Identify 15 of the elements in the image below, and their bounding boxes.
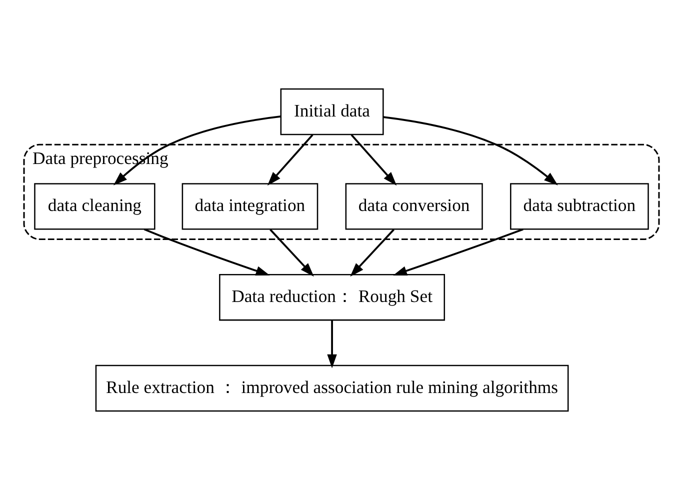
node-box: data cleaning (34, 183, 156, 230)
node-box: data conversion (345, 183, 483, 230)
node-box: Data reduction： Rough Set (219, 274, 445, 321)
arrow (144, 228, 270, 276)
arrow (327, 320, 337, 368)
arrow (392, 228, 524, 276)
arrow (270, 228, 314, 277)
node-box: data subtraction (510, 183, 649, 230)
arrow (350, 228, 394, 277)
arrow (350, 134, 397, 186)
node-box: Rule extraction ： improved association rule mining algorithms (95, 364, 569, 412)
node-box: Initial data (280, 88, 384, 136)
arrow (383, 116, 558, 186)
arrow (267, 134, 314, 186)
node-box: data integration (182, 183, 318, 230)
